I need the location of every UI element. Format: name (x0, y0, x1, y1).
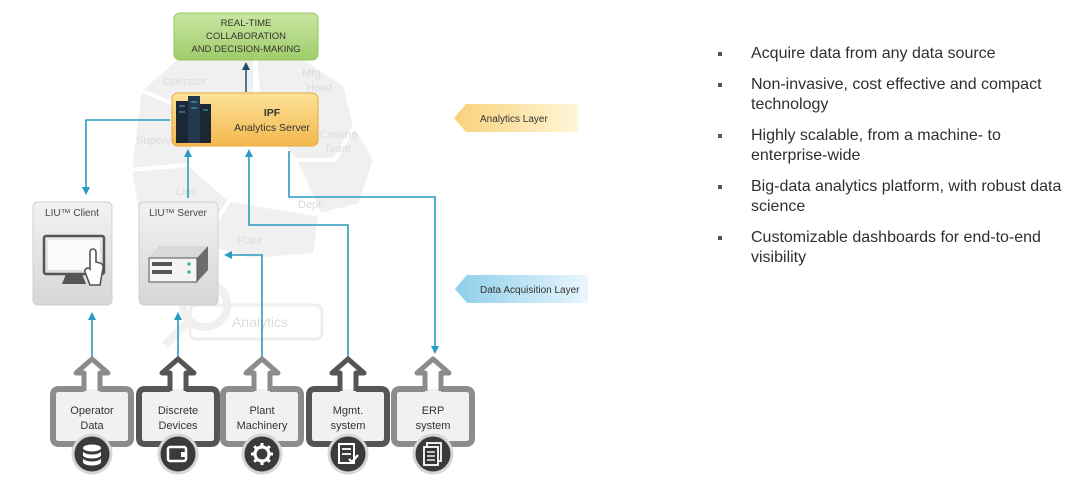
bg-label-plant: Plant (237, 235, 262, 247)
collab-line-1: REAL-TIME (221, 18, 272, 29)
source-label-line2: system (331, 420, 366, 432)
data-sources: OperatorDataDiscreteDevicesPlantMachiner… (50, 356, 475, 475)
source-label-line1: Operator (70, 405, 114, 417)
arrow-mgmt-to-ipf (245, 149, 349, 360)
connectors (82, 119, 439, 360)
analytics-layer-label: Analytics Layer (480, 114, 548, 125)
monitor-touch-icon (42, 234, 106, 286)
data-source-mgmt: Mgmt. system (306, 356, 390, 475)
data-source-erp: ERP system (391, 356, 475, 475)
feature-item: Acquire data from any data source (718, 44, 1078, 65)
bullet-marker (718, 133, 722, 138)
arrow-plant-to-liu-server (224, 251, 263, 360)
data-acquisition-layer-tag: Data Acquisition Layer (455, 275, 588, 303)
source-label-line1: ERP (422, 405, 445, 417)
liu-client-label: LIU™ Client (45, 208, 99, 219)
gear-icon (241, 433, 283, 475)
server-title: IPF (264, 107, 281, 119)
source-label-line2: Machinery (237, 420, 288, 432)
arrow-server-to-client (82, 119, 170, 195)
bg-label-line: Line (176, 186, 197, 198)
feature-text: Highly scalable, from a machine- to ente… (751, 126, 1001, 165)
source-label-line2: Devices (158, 420, 198, 432)
data-acquisition-layer-label: Data Acquisition Layer (480, 285, 580, 296)
feature-text: Big-data analytics platform, with robust… (751, 177, 1062, 216)
checklist-icon (327, 433, 369, 475)
bg-label-costing-1: Costing (320, 129, 357, 141)
database-icon (71, 433, 113, 475)
bg-label-operator: Operator (163, 76, 207, 88)
source-label-line2: Data (80, 420, 104, 432)
rack-server-icon (148, 246, 208, 283)
feature-text: Customizable dashboards for end-to-end v… (751, 228, 1041, 267)
feature-item: Non-invasive, cost effective and compact… (718, 75, 1078, 116)
server-subtitle: Analytics Server (234, 122, 310, 134)
arrow-ipf-to-erp (288, 151, 439, 354)
feature-item: Highly scalable, from a machine- to ente… (718, 126, 1078, 167)
source-label-line2: system (416, 420, 451, 432)
feature-item: Big-data analytics platform, with robust… (718, 177, 1078, 218)
liu-client: LIU™ Client (32, 201, 113, 306)
liu-server-label: LIU™ Server (149, 208, 207, 219)
collab-line-3: AND DECISION-MAKING (191, 44, 300, 55)
server-tower-icon (176, 96, 211, 143)
bullet-marker (718, 82, 722, 87)
ipf-analytics-server: IPF Analytics Server (171, 92, 319, 147)
bullet-marker (718, 184, 722, 189)
feature-item: Customizable dashboards for end-to-end v… (718, 228, 1078, 269)
source-label-line1: Discrete (158, 405, 198, 417)
bg-label-mfg-head-2: Head (306, 82, 332, 94)
device-icon (157, 433, 199, 475)
feature-text: Non-invasive, cost effective and compact… (751, 75, 1042, 114)
source-label-line1: Mgmt. (333, 405, 364, 417)
liu-server: LIU™ Server (138, 201, 219, 306)
collab-line-2: COLLABORATION (206, 31, 286, 42)
bg-label-costing-2: Team (324, 143, 351, 155)
feature-text: Acquire data from any data source (751, 45, 996, 62)
source-label-line1: Plant (249, 405, 274, 417)
documents-icon (412, 433, 454, 475)
bullet-marker (718, 235, 722, 240)
bg-label-mfg-head-1: Mfg. (302, 68, 323, 80)
collaboration-box: REAL-TIME COLLABORATION AND DECISION-MAK… (173, 12, 319, 61)
bullet-marker (718, 52, 722, 56)
architecture-diagram: Operator Mfg. Head Supervisor Costing Te… (32, 12, 588, 475)
bg-label-dept: Dept. (298, 199, 324, 211)
analytics-layer-tag: Analytics Layer (454, 104, 578, 132)
background-analytics-box (188, 303, 324, 341)
feature-list: Acquire data from any data source Non-in… (718, 44, 1078, 279)
bg-label-analytics: Analytics (232, 314, 288, 330)
